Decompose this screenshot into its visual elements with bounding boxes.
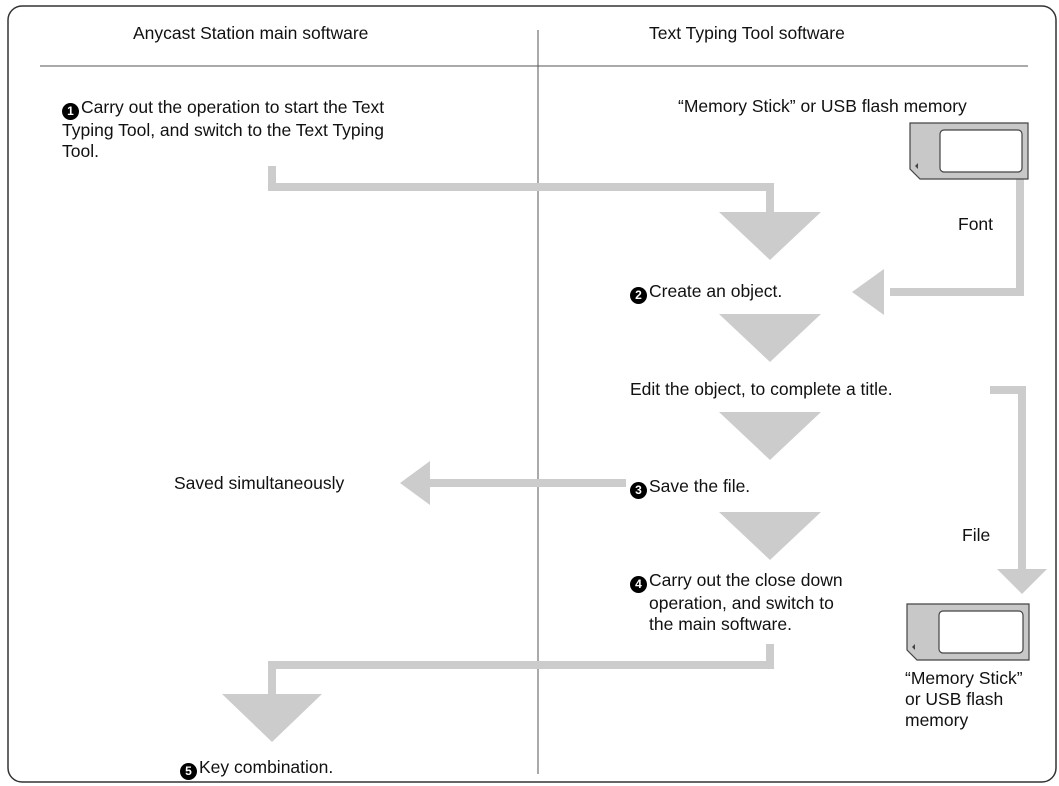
media-bottom-line3: memory — [905, 710, 969, 730]
step-1-line2: Typing Tool, and switch to the Text Typi… — [62, 120, 385, 140]
font-arrowhead — [852, 269, 884, 315]
triangle-arrow-2 — [719, 314, 821, 362]
file-label: File — [962, 525, 991, 545]
step-4-line1: Carry out the close down — [649, 570, 843, 590]
step-1-line3: Tool. — [62, 141, 99, 161]
file-arrowhead — [997, 569, 1047, 594]
step-4-line3: the main software. — [649, 614, 792, 634]
step-4-line2: operation, and switch to — [649, 593, 834, 613]
step-1-line1: Carry out the operation to start the Tex… — [81, 97, 385, 117]
triangle-arrow-1 — [719, 212, 821, 260]
media-bottom-label: “Memory Stick” or USB flash memory — [905, 668, 1023, 731]
connector-font — [890, 178, 1024, 296]
step-5-text: Key combination. — [199, 757, 334, 777]
right-column-header: Text Typing Tool software — [649, 23, 845, 43]
connector-file — [990, 386, 1026, 572]
triangle-arrow-5 — [222, 694, 322, 742]
saved-label: Saved simultaneously — [174, 473, 345, 493]
media-bottom-line2: or USB flash — [905, 689, 1004, 709]
step-1-number-badge: 1 — [62, 103, 79, 120]
outer-frame — [7, 5, 1057, 783]
step-3-number-badge: 3 — [630, 482, 647, 499]
edit-step: Edit the object, to complete a title. — [630, 379, 893, 399]
saved-arrowhead — [400, 461, 430, 505]
step-5-number-badge: 5 — [180, 763, 197, 780]
step-4-number-badge: 4 — [630, 576, 647, 593]
step-2-text: Create an object. — [649, 281, 783, 301]
left-column-header: Anycast Station main software — [133, 23, 369, 43]
step-3-text: Save the file. — [649, 476, 751, 496]
step-2-number-badge: 2 — [630, 287, 647, 304]
font-label: Font — [958, 214, 994, 234]
connector-step4 — [268, 644, 774, 695]
triangle-arrow-4 — [719, 512, 821, 560]
media-bottom-line1: “Memory Stick” — [905, 668, 1023, 688]
connector-step1 — [268, 166, 774, 214]
triangle-arrow-3 — [719, 412, 821, 460]
memory-card-icon — [909, 122, 1029, 180]
memory-card-icon — [906, 603, 1030, 661]
media-top-label: “Memory Stick” or USB flash memory — [678, 96, 967, 116]
